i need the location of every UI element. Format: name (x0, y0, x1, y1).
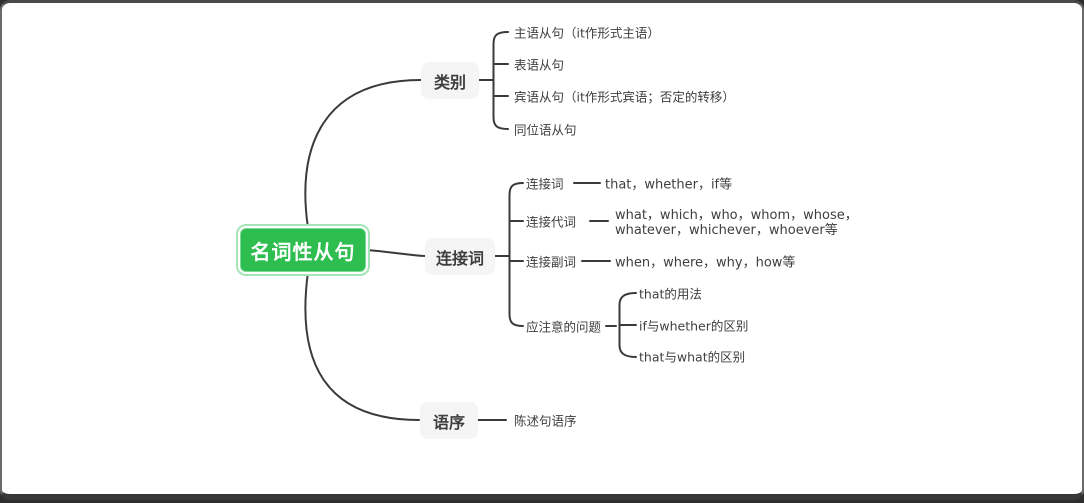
subnode-conn-adverb[interactable]: 连接副词 (526, 254, 577, 270)
subnode-issues[interactable]: 应注意的问题 (526, 319, 602, 335)
branch-label: 语序 (432, 412, 465, 432)
connective-bracket (494, 182, 524, 327)
root-branch-curves (304, 79, 426, 421)
branch-node-word-order[interactable]: 语序 (420, 402, 478, 439)
subnode-conn-pronoun[interactable]: 连接代词 (526, 214, 577, 230)
root-node[interactable]: 名词性从句 (240, 228, 366, 272)
leaf-statement-order[interactable]: 陈述句语序 (514, 413, 577, 429)
leaf-subject-clause[interactable]: 主语从句（it作形式主语） (514, 25, 660, 41)
branch-label: 连接词 (435, 248, 484, 268)
leaf-appositive-clause[interactable]: 同位语从句 (514, 122, 577, 138)
leaf-if-vs-whether[interactable]: if与whether的区别 (639, 318, 749, 334)
issues-bracket (618, 292, 637, 358)
branch-label: 类别 (433, 72, 466, 92)
leaf-adverb-words[interactable]: when，where，why，how等 (615, 255, 796, 271)
leaf-that-vs-what[interactable]: that与what的区别 (639, 349, 746, 365)
leaf-conjunction-words[interactable]: that，whether，if等 (605, 177, 733, 193)
leaf-predicative-clause[interactable]: 表语从句 (514, 57, 565, 73)
branch-node-connective[interactable]: 连接词 (425, 238, 495, 275)
subnode-conjunction[interactable]: 连接词 (526, 176, 564, 192)
connector-lines (304, 31, 637, 421)
sublabel-dashes (477, 182, 617, 421)
leaf-pronoun-words[interactable]: what，which，who，whom，whose，whatever，which… (615, 208, 858, 238)
branch-node-category[interactable]: 类别 (421, 62, 479, 99)
leaf-that-usage[interactable]: that的用法 (639, 286, 702, 302)
category-bracket (478, 31, 509, 130)
leaf-object-clause[interactable]: 宾语从句（it作形式宾语；否定的转移） (514, 89, 735, 105)
root-node-label: 名词性从句 (250, 239, 356, 264)
